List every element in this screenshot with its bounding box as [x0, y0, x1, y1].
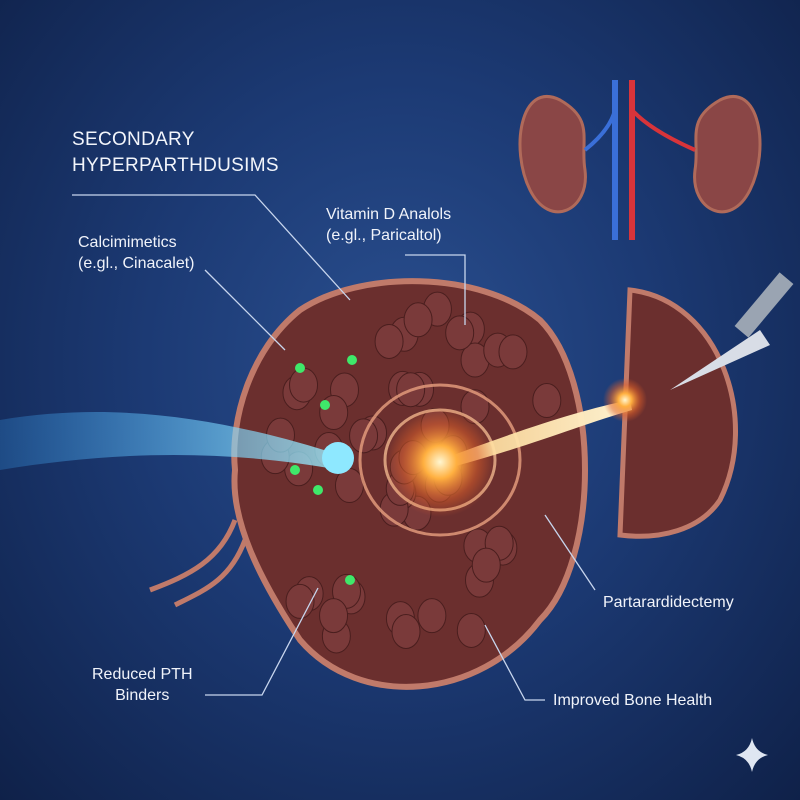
- title-line-2: HYPERPARTHDUSIMS: [72, 155, 279, 176]
- label-line: Reduced PTH: [92, 666, 193, 683]
- label-reduced-pth: Reduced PTH Binders: [92, 664, 193, 706]
- leader-lines: [72, 194, 596, 701]
- cell: [532, 382, 562, 418]
- cell: [498, 334, 528, 370]
- kidneys-icon: [518, 80, 762, 240]
- calcimimetic-drop: [322, 442, 354, 474]
- green-particle: [290, 465, 300, 475]
- green-particle: [347, 355, 357, 365]
- green-particle: [320, 400, 330, 410]
- cell: [285, 583, 315, 619]
- resected-gland-half: [617, 287, 738, 539]
- label-line: (e.gl., Cinacalet): [78, 255, 195, 272]
- parathyroid-gland: [149, 278, 588, 690]
- cell: [319, 598, 349, 634]
- sparkle-icon: [736, 738, 768, 772]
- title-line-1: SECONDARY: [72, 129, 195, 150]
- label-line: Binders: [115, 687, 170, 704]
- page-title: SECONDARY HYPERPARTHDUSIMS: [72, 127, 279, 179]
- cell: [403, 302, 433, 338]
- cell: [391, 613, 421, 649]
- cell: [445, 315, 475, 351]
- green-particles: [290, 355, 357, 585]
- label-line: Calcimimetics: [78, 234, 177, 251]
- label-vitamin-d: Vitamin D Analols (e.gl., Paricaltol): [326, 204, 451, 246]
- label-line: (e.gl., Paricaltol): [326, 227, 442, 244]
- green-particle: [295, 363, 305, 373]
- label-calcimimetics: Calcimimetics (e.gl., Cinacalet): [78, 232, 195, 274]
- orange-core: [385, 407, 495, 517]
- scalpel-icon: [670, 272, 794, 390]
- cell: [471, 547, 501, 583]
- cell: [456, 612, 486, 648]
- green-particle: [345, 575, 355, 585]
- blue-stream: [0, 412, 340, 470]
- cell: [289, 367, 319, 403]
- cell: [417, 598, 447, 634]
- label-parathyroidectomy: Partarardidectemy: [603, 594, 734, 611]
- label-line: Vitamin D Analols: [326, 206, 452, 223]
- green-particle: [313, 485, 323, 495]
- target-glow: [603, 378, 647, 422]
- cell: [374, 323, 404, 359]
- label-bone-health: Improved Bone Health: [553, 692, 713, 709]
